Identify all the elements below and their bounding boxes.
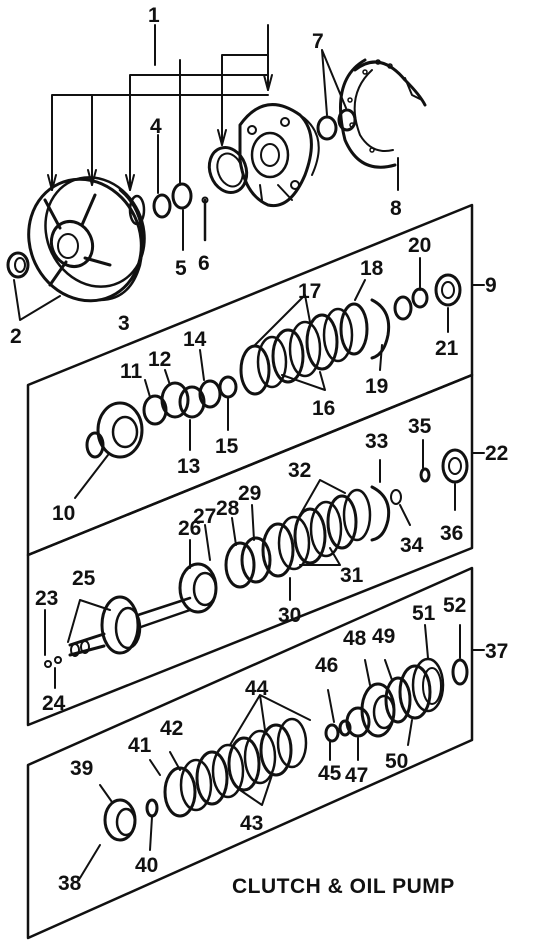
callout-48: 48 [343, 627, 367, 650]
callout-29: 29 [238, 482, 261, 505]
o-ring-5 [171, 182, 193, 210]
callout-1: 1 [148, 4, 160, 27]
callout-28: 28 [216, 497, 240, 520]
pin-6 [201, 196, 209, 204]
clutch-pack-30-32 [261, 488, 372, 578]
callout-51: 51 [412, 602, 436, 625]
callout-6: 6 [198, 252, 210, 275]
pump-gasket [207, 146, 249, 194]
callout-38: 38 [58, 872, 82, 895]
callout-34: 34 [400, 534, 424, 557]
callout-30: 30 [278, 604, 301, 627]
callout-27: 27 [193, 505, 216, 528]
callout-41: 41 [128, 734, 152, 757]
callout-50: 50 [385, 750, 408, 773]
callout-labels: 1 2 3 4 5 6 7 8 9 10 11 12 13 14 15 16 1… [10, 4, 508, 895]
pump-cover [238, 103, 320, 208]
callout-5: 5 [175, 257, 187, 280]
callout-14: 14 [183, 328, 207, 351]
pump-body [27, 176, 146, 303]
callout-47: 47 [345, 764, 368, 787]
callout-36: 36 [440, 522, 463, 545]
clutch-pack-16-17 [239, 302, 369, 396]
callout-13: 13 [177, 455, 200, 478]
input-shaft [44, 595, 192, 668]
callout-45: 45 [318, 762, 342, 785]
callout-10: 10 [52, 502, 75, 525]
piston-48 [360, 682, 396, 738]
callout-42: 42 [160, 717, 183, 740]
clutch-panel-37 [26, 566, 485, 940]
seal-7a [316, 115, 338, 141]
snap-ring-18 [370, 298, 391, 360]
callout-49: 49 [372, 625, 395, 648]
callout-43: 43 [240, 812, 263, 835]
callout-17: 17 [298, 280, 321, 303]
callout-46: 46 [315, 654, 338, 677]
callout-7: 7 [312, 30, 324, 53]
callout-21: 21 [435, 337, 459, 360]
callout-23: 23 [35, 587, 58, 610]
callout-19: 19 [365, 375, 388, 398]
callout-11: 11 [120, 360, 143, 383]
front-seal [6, 251, 30, 279]
clutch-pack-42-44 [163, 717, 308, 818]
callout-18: 18 [360, 257, 384, 280]
callout-44: 44 [245, 677, 269, 700]
callout-35: 35 [408, 415, 432, 438]
piston-27 [178, 562, 218, 614]
bearing-21 [434, 273, 462, 307]
callout-32: 32 [288, 459, 311, 482]
callout-9: 9 [485, 274, 497, 297]
callout-33: 33 [365, 430, 388, 453]
callout-20: 20 [408, 234, 431, 257]
callout-37: 37 [485, 640, 508, 663]
callout-16: 16 [312, 397, 335, 420]
callout-8: 8 [390, 197, 402, 220]
callout-26: 26 [178, 517, 201, 540]
callout-12: 12 [148, 348, 171, 371]
callout-3: 3 [118, 312, 130, 335]
callout-4: 4 [150, 115, 162, 138]
oil-pump-group [6, 24, 427, 321]
callout-25: 25 [72, 567, 96, 590]
callout-2: 2 [10, 325, 22, 348]
o-ring-4 [152, 193, 172, 219]
callout-39: 39 [70, 757, 93, 780]
clutch-panel-22 [26, 373, 485, 727]
callout-40: 40 [135, 854, 158, 877]
snap-ring-33 [370, 485, 391, 542]
callout-22: 22 [485, 442, 508, 465]
callout-31: 31 [340, 564, 364, 587]
callout-15: 15 [215, 435, 239, 458]
callout-24: 24 [42, 692, 66, 715]
horseshoe-gasket [339, 58, 427, 169]
piston-10 [96, 401, 144, 459]
bearing-36 [441, 448, 469, 484]
diagram-title: CLUTCH & OIL PUMP [232, 875, 455, 898]
callout-52: 52 [443, 594, 466, 617]
